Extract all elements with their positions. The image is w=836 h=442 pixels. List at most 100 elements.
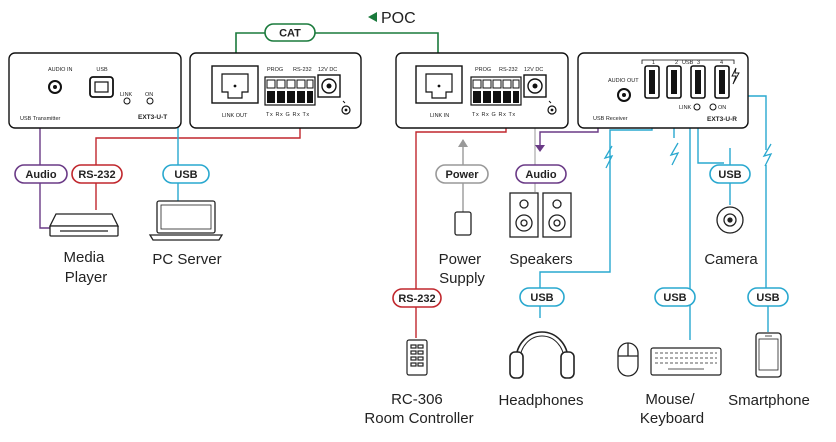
receiver-rear-panel: LINK IN PROG RS-232 12V DC Tx Rx G Rx Tx (395, 52, 569, 129)
tag-usb-mouse: USB (654, 287, 696, 307)
rx-prog-label: PROG (475, 67, 491, 73)
wireless-bolt-icon (603, 145, 614, 169)
camera-icon (716, 206, 744, 234)
tag-rs232-left-label: RS-232 (78, 169, 115, 181)
power-supply-label: Power Supply (439, 251, 486, 287)
keyboard-icon (650, 347, 722, 376)
smartphone-label: Smartphone (728, 392, 810, 409)
tag-usb-phone-label: USB (756, 292, 779, 304)
rx-link-label: LINK (679, 105, 692, 111)
speakers-label: Speakers (509, 251, 572, 268)
tag-usb-pc-label: USB (174, 169, 197, 181)
tx-name-label: USB Transmitter (20, 116, 61, 122)
tag-usb-camera-label: USB (718, 169, 741, 181)
media-player-label: Media Player (63, 249, 108, 286)
speakers-icon (509, 192, 572, 238)
tag-audio-left: Audio (14, 164, 68, 184)
rx-link-in-label: LINK IN (430, 113, 449, 119)
poc-arrow (368, 12, 377, 22)
wireless-bolt-icon (669, 142, 680, 166)
mouse-keyboard-label: Mouse/ Keyboard (640, 391, 704, 427)
tag-power: Power (435, 164, 489, 184)
pc-server-label: PC Server (152, 251, 221, 268)
media-player-label-line2: Player (65, 269, 108, 286)
rx-port-4-label: 4 (720, 60, 723, 66)
headphones-label: Headphones (498, 392, 583, 409)
tx-link-label: LINK (120, 92, 133, 98)
rx-ground-screw-icon (547, 100, 557, 115)
tx-on-led (146, 97, 154, 105)
wireless-bolt-icon (762, 143, 773, 167)
tx-usb-label: USB (96, 67, 108, 73)
rx-name-label: USB Receiver (593, 116, 628, 122)
cat-cable (235, 32, 439, 63)
rx-link-led (693, 103, 701, 111)
rx-pin-labels: Tx Rx G Rx Tx (472, 112, 516, 118)
tx-pin-labels: Tx Rx G Rx Tx (266, 112, 310, 118)
rx-port-2-label: 2 (675, 60, 678, 66)
rx-usb-label: USB (682, 60, 694, 66)
tag-usb-camera: USB (709, 164, 751, 184)
power-supply-label-line2: Supply (439, 270, 485, 287)
tx-dc-label: 12V DC (318, 67, 337, 73)
wireless-signals (603, 142, 773, 169)
headphones-icon (509, 331, 575, 379)
tx-rs232-label: RS-232 (293, 67, 312, 73)
tag-usb-mouse-label: USB (663, 292, 686, 304)
media-player-icon (48, 213, 120, 237)
room-controller-icon (406, 339, 428, 376)
poc-label: POC (381, 10, 416, 27)
tx-ground-screw-icon (341, 100, 351, 115)
transmitter-front-panel: AUDIO IN USB LINK ON USB Transmitter EXT… (8, 52, 182, 129)
tag-usb-pc: USB (162, 164, 210, 184)
tag-rs232-room-label: RS-232 (398, 293, 435, 305)
tag-usb-headphones: USB (519, 287, 565, 307)
rx-model-label: EXT3-U-R (707, 116, 737, 123)
tx-terminal-block (264, 76, 316, 106)
tx-model-label: EXT3-U-T (138, 114, 167, 121)
audio-arrow-right (535, 145, 545, 152)
rx-charge-bolt-icon (731, 67, 740, 85)
rx-rs232-label: RS-232 (499, 67, 518, 73)
cat-tag: CAT (264, 23, 316, 42)
tag-audio-speakers-label: Audio (525, 169, 556, 181)
rx-on-label: ON (718, 105, 726, 111)
mouse-icon (617, 342, 639, 377)
tx-dc-jack (317, 74, 341, 98)
tag-rs232-left: RS-232 (71, 164, 123, 184)
tag-usb-headphones-label: USB (530, 292, 553, 304)
room-controller-label-line2: Room Controller (364, 410, 473, 427)
rx-port-3-label: 3 (697, 60, 700, 66)
rx-port-1-label: 1 (652, 60, 655, 66)
tx-link-led (123, 97, 131, 105)
cat-tag-label: CAT (279, 28, 301, 40)
tx-link-out-label: LINK OUT (222, 113, 248, 119)
camera-label: Camera (704, 251, 758, 268)
receiver-front-panel: AUDIO OUT 1 2 USB 3 4 LINK ON USB Receiv… (577, 52, 749, 129)
room-controller-label: RC-306 Room Controller (364, 391, 473, 427)
power-supply-label-line1: Power (439, 251, 482, 268)
room-controller-label-line1: RC-306 (391, 391, 443, 408)
power-arrow (458, 139, 468, 147)
laptop-icon (148, 200, 224, 241)
tag-audio-left-label: Audio (25, 169, 56, 181)
tx-audio-in-label: AUDIO IN (48, 67, 72, 73)
mouse-keyboard-label-line2: Keyboard (640, 410, 704, 427)
tag-rs232-room: RS-232 (392, 288, 442, 308)
rx-dc-jack (523, 74, 547, 98)
transmitter-rear-panel: LINK OUT PROG RS-232 12V DC Tx Rx G Rx T… (189, 52, 362, 129)
tag-usb-phone: USB (747, 287, 789, 307)
tag-audio-speakers: Audio (515, 164, 567, 184)
mouse-keyboard-label-line1: Mouse/ (645, 391, 695, 408)
rx-audio-out-label: AUDIO OUT (608, 78, 639, 84)
rx-dc-label: 12V DC (524, 67, 543, 73)
tx-on-label: ON (145, 92, 153, 98)
media-player-label-line1: Media (63, 249, 105, 266)
rx-usb-a-ports (644, 65, 730, 99)
power-supply-icon (454, 211, 472, 236)
tag-power-label: Power (445, 169, 479, 181)
rx-terminal-block (470, 76, 522, 106)
tx-prog-label: PROG (267, 67, 283, 73)
rx-on-led (709, 103, 717, 111)
